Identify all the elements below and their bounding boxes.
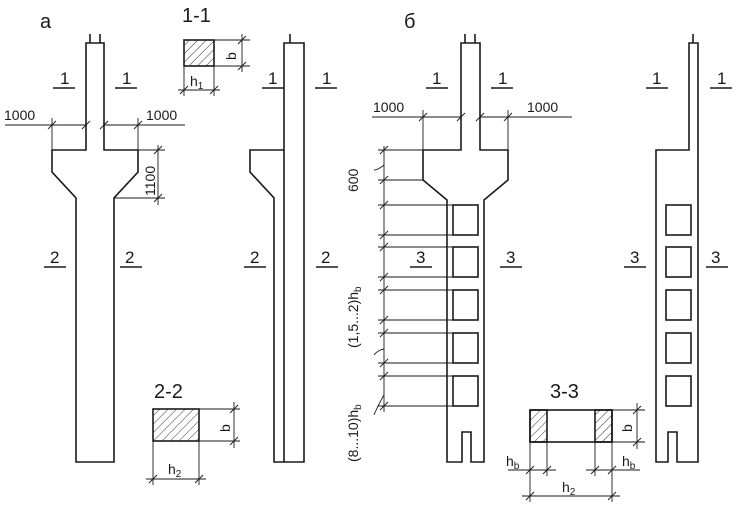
dim-1000-left-a: 1000	[4, 107, 35, 123]
dim-panel-spacing: (1,5...2)hb	[345, 286, 364, 348]
cut-2-left-a1: 2	[50, 248, 59, 267]
cut-3-right-b1: 3	[506, 248, 515, 267]
svg-text:(8...10)hb: (8...10)hb	[345, 404, 364, 462]
dim-hb-left: hb	[506, 453, 520, 472]
cut-1-left-b1: 1	[432, 69, 441, 88]
cut-1-left-b2: 1	[652, 69, 661, 88]
cut-1-right-b2: 1	[717, 69, 726, 88]
section-2-2-label: 2-2	[154, 381, 183, 403]
cut-2-right-a2: 2	[321, 248, 330, 267]
cut-1-left-a2: 1	[268, 69, 277, 88]
column-a2	[244, 34, 338, 463]
dim-b-2-2: b	[217, 424, 233, 432]
cut-1-right-a1: 1	[122, 69, 131, 88]
dim-1100: 1100	[142, 166, 158, 196]
dim-600: 600	[345, 168, 361, 192]
cut-3-left-b1: 3	[416, 248, 425, 267]
dim-h2-2-2: h2	[168, 461, 182, 480]
dim-bottom-spacing: (8...10)hb	[345, 404, 364, 462]
dim-h1: h1	[190, 73, 204, 92]
dim-1000-right-a: 1000	[146, 107, 177, 123]
section-1-1-drawing	[178, 34, 250, 96]
cut-1-right-a2: 1	[322, 69, 331, 88]
svg-text:(1,5...2)hb: (1,5...2)hb	[345, 286, 364, 348]
column-b2	[624, 34, 732, 463]
cut-2-left-a2: 2	[250, 248, 259, 267]
section-2-2-drawing	[146, 402, 240, 485]
section-3-3-drawing	[508, 403, 645, 502]
cut-3-left-b2: 3	[630, 248, 639, 267]
cut-3-right-b2: 3	[711, 248, 720, 267]
variant-a-label: а	[40, 11, 52, 33]
section-1-1-label: 1-1	[182, 5, 211, 27]
cut-2-right-a1: 2	[125, 248, 134, 267]
dim-1000-left-b: 1000	[373, 99, 404, 115]
dim-b-3-3: b	[619, 424, 635, 432]
section-3-3-label: 3-3	[550, 381, 579, 403]
cut-1-left-a1: 1	[60, 69, 69, 88]
dim-b-1-1: b	[223, 52, 239, 60]
dim-h2-3-3: h2	[562, 479, 576, 498]
column-b1	[372, 34, 572, 463]
dim-1000-right-b: 1000	[527, 99, 558, 115]
variant-b-label: б	[404, 11, 415, 33]
dim-hb-right: hb	[622, 453, 636, 472]
column-a1	[5, 34, 185, 463]
cut-1-right-b1: 1	[498, 69, 507, 88]
